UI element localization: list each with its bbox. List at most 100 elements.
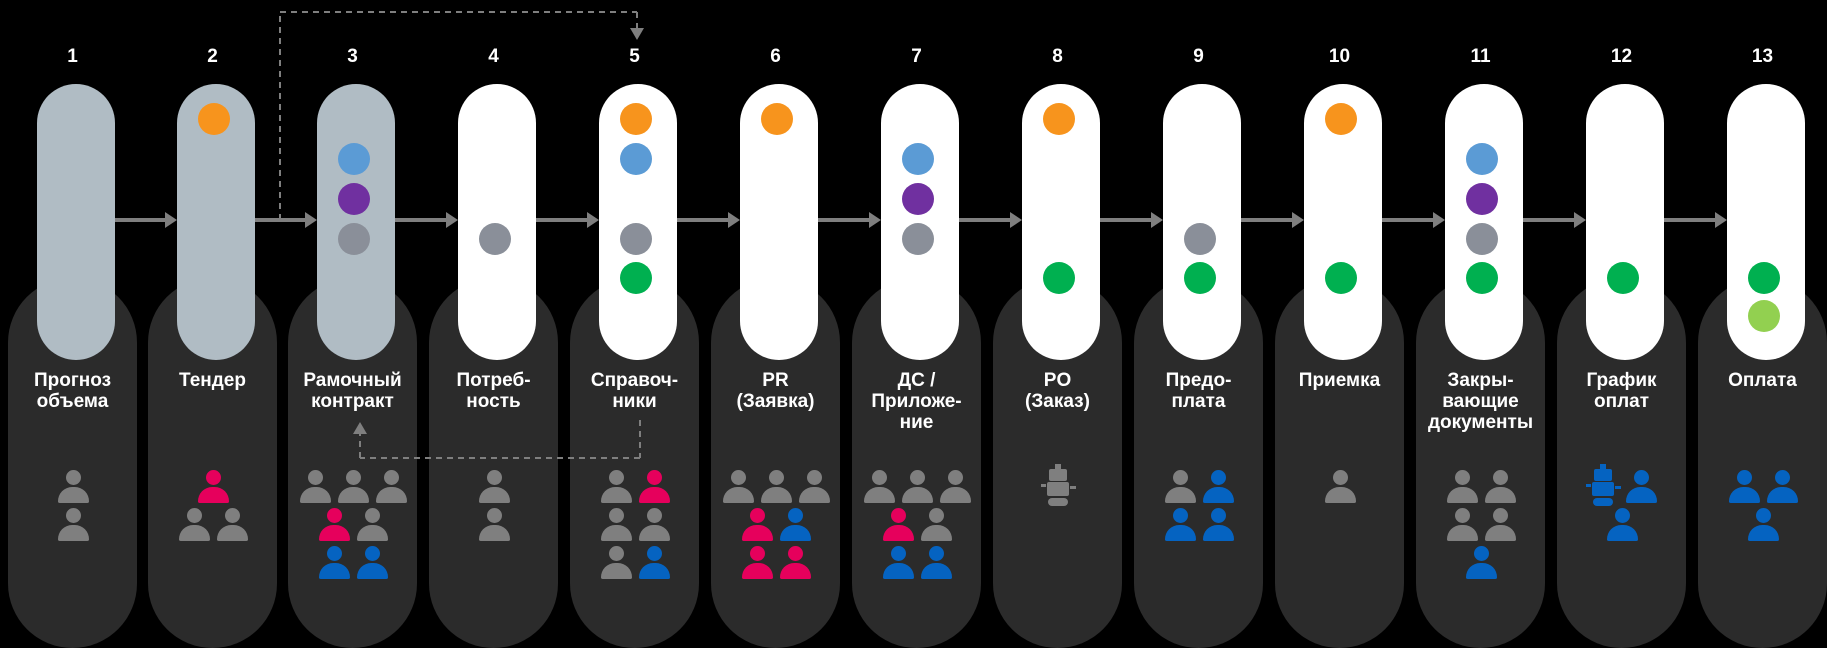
person-body: [920, 563, 952, 579]
person-body: [1446, 525, 1478, 541]
step-label: Оплата: [1728, 370, 1797, 391]
person-body: [1484, 525, 1516, 541]
step-pill: [317, 84, 395, 360]
person-body: [197, 487, 229, 503]
person-head: [1492, 470, 1508, 485]
person-body: [638, 487, 670, 503]
person-body: [600, 487, 632, 503]
person-body: [478, 487, 510, 503]
step-number: 13: [1751, 46, 1774, 67]
person-body: [722, 487, 754, 503]
grey-person-icon: [919, 508, 953, 544]
person-body: [1446, 487, 1478, 503]
step-label: Тендер: [179, 370, 246, 391]
grey-person-icon: [599, 508, 633, 544]
orange-dot: [620, 103, 652, 135]
person-head: [65, 470, 81, 485]
person-body: [939, 487, 971, 503]
purple-dot: [338, 183, 370, 215]
person-head: [1492, 508, 1508, 523]
person-body: [741, 525, 773, 541]
blue-person-icon: [1163, 508, 1197, 544]
flow-arrow-head: [1292, 212, 1304, 228]
step-pill: [881, 84, 959, 360]
person-head: [364, 508, 380, 523]
flow-arrow-head: [728, 212, 740, 228]
person-head: [224, 508, 240, 523]
flow-arrow-head: [1010, 212, 1022, 228]
grey-person-icon: [862, 470, 896, 506]
connectors-layer: [115, 11, 1727, 459]
person-head: [608, 470, 624, 485]
person-head: [205, 470, 221, 485]
step-number: 3: [347, 46, 358, 67]
person-body: [760, 487, 792, 503]
person-body: [882, 525, 914, 541]
blue-person-icon: [1746, 508, 1780, 544]
person-head: [1774, 470, 1790, 485]
blue-person-icon: [355, 546, 389, 582]
pink-person-icon: [740, 546, 774, 582]
person-body: [178, 525, 210, 541]
pink-person-icon: [778, 546, 812, 582]
person-head: [608, 508, 624, 523]
green-dot: [1466, 262, 1498, 294]
person-head: [890, 546, 906, 561]
blue-person-icon: [1727, 470, 1761, 506]
grey-person-icon: [599, 546, 633, 582]
step-label: PR (Заявка): [736, 370, 815, 412]
person-head: [364, 546, 380, 561]
person-body: [741, 563, 773, 579]
orange-dot: [761, 103, 793, 135]
person-body: [299, 487, 331, 503]
flow-arrow-head: [869, 212, 881, 228]
orange-dot: [1325, 103, 1357, 135]
step-label: Предо- плата: [1165, 370, 1232, 412]
green-dot: [1607, 262, 1639, 294]
pink-person-icon: [317, 508, 351, 544]
person-head: [307, 470, 323, 485]
grey-person-icon: [1163, 470, 1197, 506]
blue-person-icon: [1605, 508, 1639, 544]
grey-person-icon: [477, 470, 511, 506]
flow-arrow-head: [1574, 212, 1586, 228]
person-body: [638, 563, 670, 579]
step-pill: [1163, 84, 1241, 360]
step-label: PO (Заказ): [1025, 370, 1090, 412]
flow-arrow-head: [165, 212, 177, 228]
step-label: Приемка: [1298, 370, 1381, 391]
person-body: [478, 525, 510, 541]
person-body: [920, 525, 952, 541]
person-head: [326, 546, 342, 561]
person-body: [318, 563, 350, 579]
grey-person-icon: [215, 508, 249, 544]
step-number: 9: [1193, 46, 1204, 67]
flow-arrow-head: [446, 212, 458, 228]
person-body: [1728, 487, 1760, 503]
grey-person-icon: [599, 470, 633, 506]
blue-person-icon: [1201, 508, 1235, 544]
grey-person-icon: [721, 470, 755, 506]
step-label: Прогноз объема: [33, 370, 112, 412]
grey-dot: [1184, 223, 1216, 255]
blue-person-icon: [881, 546, 915, 582]
grey-person-icon: [298, 470, 332, 506]
blue-dot: [338, 143, 370, 175]
green-dot: [1748, 262, 1780, 294]
step-number: 6: [770, 46, 781, 67]
person-head: [486, 508, 502, 523]
person-body: [1202, 525, 1234, 541]
grey-person-icon: [177, 508, 211, 544]
flow-arrow-head: [1433, 212, 1445, 228]
person-head: [1210, 470, 1226, 485]
flow-arrow-head: [1715, 212, 1727, 228]
person-head: [1614, 508, 1630, 523]
person-body: [1164, 487, 1196, 503]
person-body: [798, 487, 830, 503]
person-head: [186, 508, 202, 523]
